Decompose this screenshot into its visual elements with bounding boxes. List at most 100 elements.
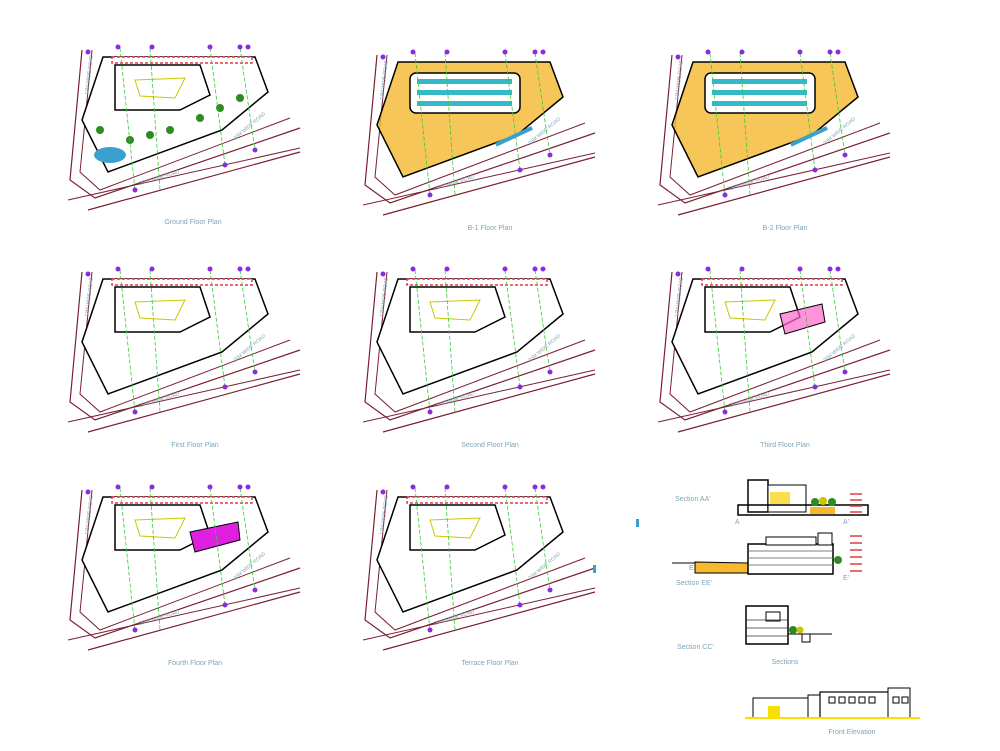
section-cc-title: Section CC' <box>677 644 714 651</box>
highlight-zone <box>779 303 826 335</box>
grid-marker <box>797 266 803 272</box>
road-edge <box>677 373 891 433</box>
grid-marker <box>207 266 213 272</box>
parking-row <box>712 101 807 106</box>
grid-marker <box>739 49 745 55</box>
road-edge <box>364 54 596 204</box>
plan-title-b1: B-1 Floor Plan <box>468 225 513 232</box>
grid-marker <box>812 384 818 390</box>
tree <box>236 94 244 102</box>
marker <box>636 519 639 527</box>
section-aa-end: A' <box>843 519 849 526</box>
grid-marker <box>222 384 228 390</box>
road-label-main: 20 M WIDE ROAD <box>729 391 771 409</box>
grid-marker <box>517 602 523 608</box>
grid-marker <box>827 49 833 55</box>
road-edge <box>659 54 891 204</box>
road-edge <box>677 156 891 216</box>
grid-marker <box>705 266 711 272</box>
grid-marker <box>444 266 450 272</box>
plan-title-terrace: Terrace Floor Plan <box>461 660 518 667</box>
road-edge <box>87 591 301 651</box>
plan-title-second: Second Floor Plan <box>461 442 519 449</box>
plan-title-b2: B-2 Floor Plan <box>763 225 808 232</box>
grid-marker <box>540 266 546 272</box>
road-label-main: 20 M WIDE ROAD <box>434 174 476 192</box>
atrium <box>429 517 481 539</box>
grid-marker <box>532 49 538 55</box>
grid-marker <box>237 484 243 490</box>
road-label-main: 20 M WIDE ROAD <box>729 174 771 192</box>
road-edge <box>67 369 301 423</box>
hatched-strip <box>406 496 548 504</box>
plan-title-first: First Floor Plan <box>171 442 219 449</box>
building-core <box>114 286 211 333</box>
road-edge <box>659 271 891 421</box>
road-edge <box>69 49 301 199</box>
road-label-main: 20 M WIDE ROAD <box>139 169 181 187</box>
grid-marker <box>115 484 121 490</box>
road-label-main: 20 M WIDE ROAD <box>139 391 181 409</box>
parking-row <box>417 90 512 95</box>
hatched-strip <box>111 56 253 64</box>
atrium <box>134 517 186 539</box>
grid-line <box>209 269 226 388</box>
grid-marker <box>207 44 213 50</box>
road-edge <box>362 369 596 423</box>
building-core <box>409 504 506 551</box>
road-edge <box>382 591 596 651</box>
road-edge <box>657 152 891 206</box>
grid-marker <box>444 49 450 55</box>
tree <box>196 114 204 122</box>
hatched-strip <box>111 496 253 504</box>
tree <box>96 126 104 134</box>
road-label-side: 12M WIDE ROAD <box>84 494 95 535</box>
building-core <box>114 64 211 111</box>
grid-line <box>504 52 521 171</box>
grid-marker <box>835 49 841 55</box>
grid-marker <box>532 266 538 272</box>
grid-marker <box>115 266 121 272</box>
grid-marker <box>149 44 155 50</box>
grid-marker <box>132 187 138 193</box>
front-elevation: Front Elevation <box>745 687 920 736</box>
grid-line <box>799 52 816 171</box>
section-ee: E E' Section EE' <box>672 532 862 587</box>
grid-marker <box>380 271 386 277</box>
atrium <box>134 77 186 99</box>
road-label-side: 12M WIDE ROAD <box>674 276 685 317</box>
grid-marker <box>410 49 416 55</box>
section-cc: Section CC' Sections <box>677 605 832 666</box>
hatched-strip <box>701 278 843 286</box>
plan-title-third: Third Floor Plan <box>760 442 810 449</box>
grid-marker <box>115 44 121 50</box>
grid-marker <box>132 627 138 633</box>
grid-marker <box>427 627 433 633</box>
pond <box>94 147 126 163</box>
grid-marker <box>722 192 728 198</box>
road-edge <box>87 373 301 433</box>
hatched-strip <box>111 278 253 286</box>
grid-marker <box>444 484 450 490</box>
grid-marker <box>85 489 91 495</box>
grid-marker <box>427 409 433 415</box>
parking-row <box>712 90 807 95</box>
grid-line <box>829 52 846 156</box>
marker <box>593 565 596 573</box>
atrium <box>724 299 776 321</box>
grid-line <box>799 269 816 388</box>
road-label-side: 12M WIDE ROAD <box>379 494 390 535</box>
section-aa-title: Section AA' <box>675 496 711 503</box>
grid-line <box>534 269 551 373</box>
front-elevation-title: Front Elevation <box>828 729 875 736</box>
grid-marker <box>547 587 553 593</box>
road-edge <box>67 147 301 201</box>
road-label-main: 20 M WIDE ROAD <box>139 609 181 627</box>
road-edge <box>362 152 596 206</box>
parking-row <box>712 79 807 84</box>
grid-marker <box>547 152 553 158</box>
